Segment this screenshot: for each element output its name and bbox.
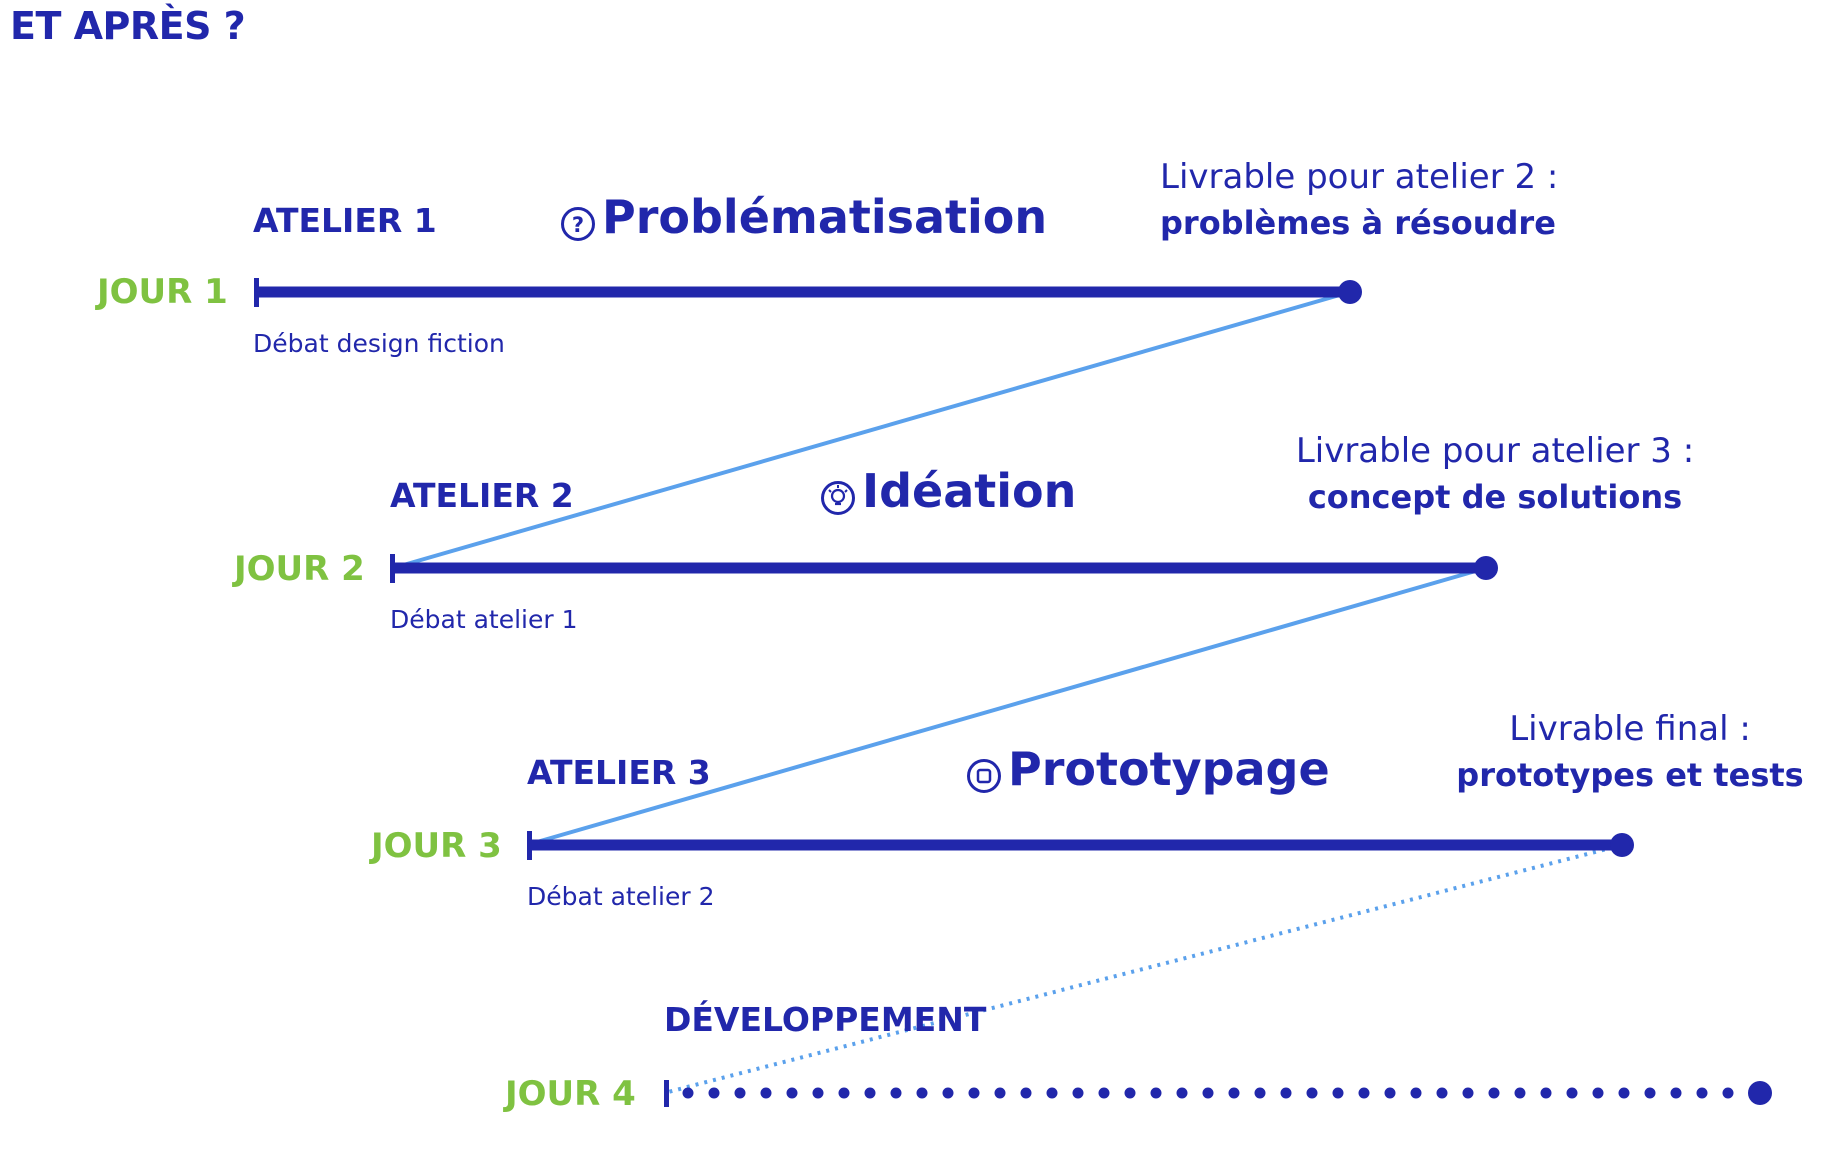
livrable-3: Livrable final : prototypes et tests: [1440, 706, 1820, 798]
timeline-start-tick-2: [390, 554, 395, 583]
square-circle-icon: [966, 751, 1002, 793]
timeline-end-dot-1: [1338, 280, 1362, 304]
phase-title-2: Idéation: [820, 464, 1076, 518]
jour-label-4: JOUR 4: [505, 1074, 636, 1114]
jour-label-3: JOUR 3: [371, 826, 502, 866]
phase-title-1: ? Problématisation: [560, 190, 1047, 244]
phase-title-3: Prototypage: [966, 742, 1330, 796]
timeline-start-tick-4: [664, 1080, 669, 1107]
connector-2-3: [529, 566, 1487, 846]
jour-label-2: JOUR 2: [234, 549, 365, 589]
debat-label-1: Débat design fiction: [253, 329, 505, 358]
livrable-value-1: problèmes à résoudre: [1160, 204, 1556, 242]
phase-label-1: Problématisation: [602, 190, 1048, 244]
livrable-value-3: prototypes et tests: [1456, 756, 1804, 794]
atelier-label-1: ATELIER 1: [253, 201, 437, 240]
jour-label-1: JOUR 1: [97, 272, 228, 312]
connector-1-2: [392, 290, 1351, 570]
livrable-value-2: concept de solutions: [1307, 478, 1683, 516]
atelier-label-4: DÉVELOPPEMENT: [664, 1000, 987, 1039]
livrable-label-2: Livrable pour atelier 3 :: [1295, 431, 1695, 471]
page-title: ET APRÈS ?: [10, 4, 246, 48]
atelier-label-3: ATELIER 3: [527, 753, 711, 792]
livrable-1: Livrable pour atelier 2 : problèmes à ré…: [1160, 154, 1559, 246]
question-circle-icon: ?: [560, 199, 596, 241]
connector-3-4: [667, 843, 1623, 1094]
lightbulb-circle-icon: [820, 473, 856, 515]
timeline-end-dot-3: [1610, 833, 1634, 857]
timeline-start-tick-1: [254, 278, 259, 307]
livrable-2: Livrable pour atelier 3 : concept de sol…: [1295, 428, 1695, 520]
timeline-end-dot-2: [1474, 556, 1498, 580]
atelier-label-2: ATELIER 2: [390, 476, 574, 515]
timeline-start-tick-3: [527, 831, 532, 860]
phase-label-3: Prototypage: [1008, 742, 1330, 796]
livrable-label-3: Livrable final :: [1509, 709, 1751, 749]
debat-label-3: Débat atelier 2: [527, 882, 715, 911]
livrable-label-1: Livrable pour atelier 2 :: [1160, 157, 1559, 197]
svg-text:?: ?: [572, 213, 584, 237]
phase-label-2: Idéation: [862, 464, 1077, 518]
debat-label-2: Débat atelier 1: [390, 605, 578, 634]
timeline-end-dot-4: [1748, 1081, 1772, 1105]
